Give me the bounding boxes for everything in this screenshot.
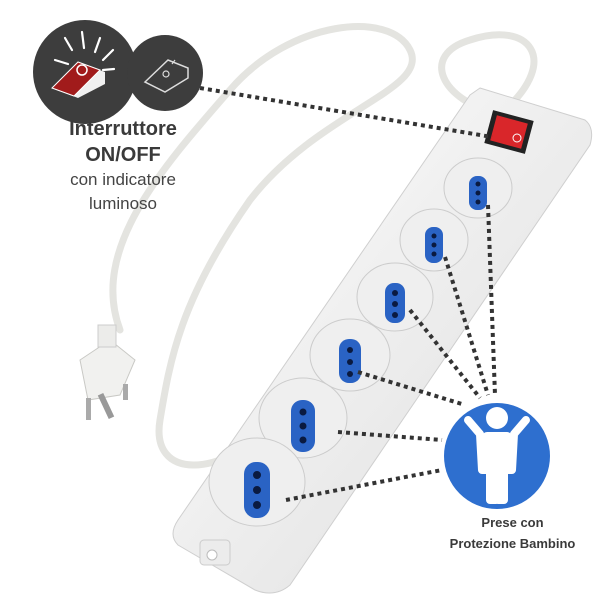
switch-title-line2: ON/OFF xyxy=(85,144,161,166)
switch-callout-label: Interruttore ON/OFF con indicatore lumin… xyxy=(38,116,208,216)
switch-title-line1: Interruttore xyxy=(69,118,177,140)
switch-off-icon xyxy=(127,35,203,111)
callout-lines xyxy=(199,86,497,502)
switch-subtitle-line1: con indicatore xyxy=(70,170,176,189)
plug xyxy=(79,324,136,420)
switch-subtitle-line2: luminoso xyxy=(88,194,158,213)
rocker-switch xyxy=(484,110,534,154)
power-cable xyxy=(109,23,538,469)
child-label-line1: Prese con xyxy=(481,515,544,530)
sockets xyxy=(208,157,513,527)
switch-on-lit-icon xyxy=(33,20,137,124)
child-label-line2: Protezione Bambino xyxy=(449,536,576,551)
child-callout-label: Prese con Protezione Bambino xyxy=(425,512,600,554)
child-icon xyxy=(444,403,550,509)
